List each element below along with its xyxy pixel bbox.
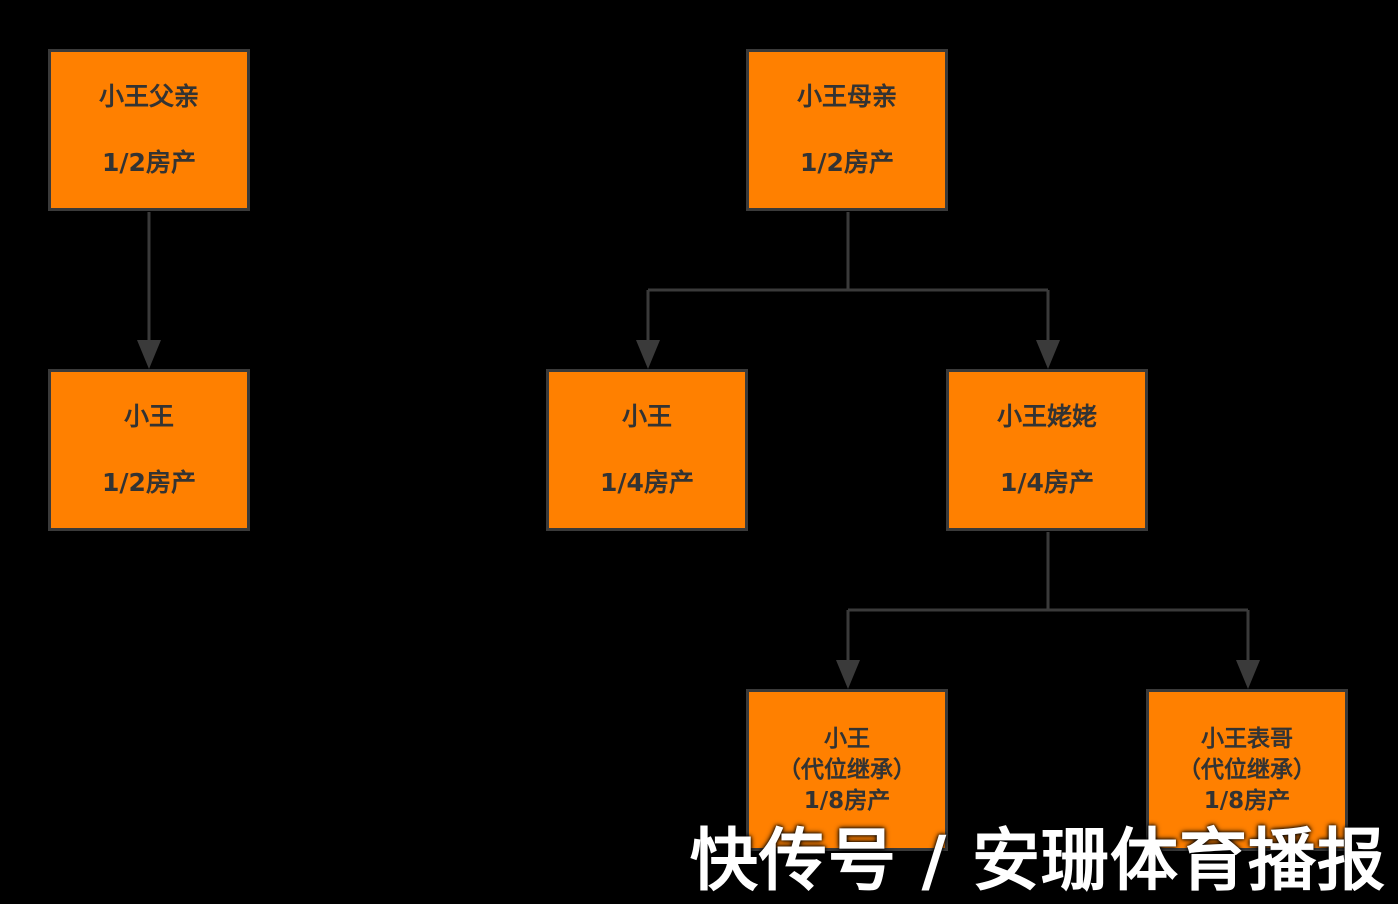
node-name: 小王 (824, 725, 870, 752)
node-wang-subrogation: 小王 （代位继承） 1/8房产 (746, 689, 948, 851)
node-uncle: 小王姥姥 1/4房产 (946, 369, 1148, 531)
node-mother: 小王母亲 1/2房产 (746, 49, 948, 211)
node-share: 1/2房产 (102, 148, 196, 177)
node-note: （代位继承） (1178, 756, 1316, 783)
node-share: 1/4房产 (600, 468, 694, 497)
node-name: 小王姥姥 (996, 402, 1097, 431)
node-wang-from-father: 小王 1/2房产 (48, 369, 250, 531)
node-share: 1/2房产 (102, 468, 196, 497)
node-share: 1/8房产 (803, 787, 891, 814)
node-name: 小王 (621, 402, 672, 431)
arrowhead-down-icon (1236, 660, 1260, 689)
node-wang-from-mother: 小王 1/4房产 (546, 369, 748, 531)
node-father: 小王父亲 1/2房产 (48, 49, 250, 211)
node-share: 1/2房产 (800, 148, 894, 177)
node-name: 小王表哥 (1201, 725, 1293, 752)
node-note: （代位继承） (778, 756, 916, 783)
node-share: 1/4房产 (1000, 468, 1094, 497)
node-name: 小王母亲 (796, 82, 897, 111)
node-cousin: 小王表哥 （代位继承） 1/8房产 (1146, 689, 1348, 851)
node-share: 1/8房产 (1203, 787, 1291, 814)
node-name: 小王父亲 (98, 82, 199, 111)
node-name: 小王 (123, 402, 174, 431)
arrowhead-down-icon (836, 660, 860, 689)
arrowhead-down-icon (137, 340, 161, 369)
watermark-text: 快传号 / 安珊体育播报 (689, 822, 1386, 901)
arrowhead-down-icon (636, 340, 660, 369)
arrowhead-down-icon (1036, 340, 1060, 369)
